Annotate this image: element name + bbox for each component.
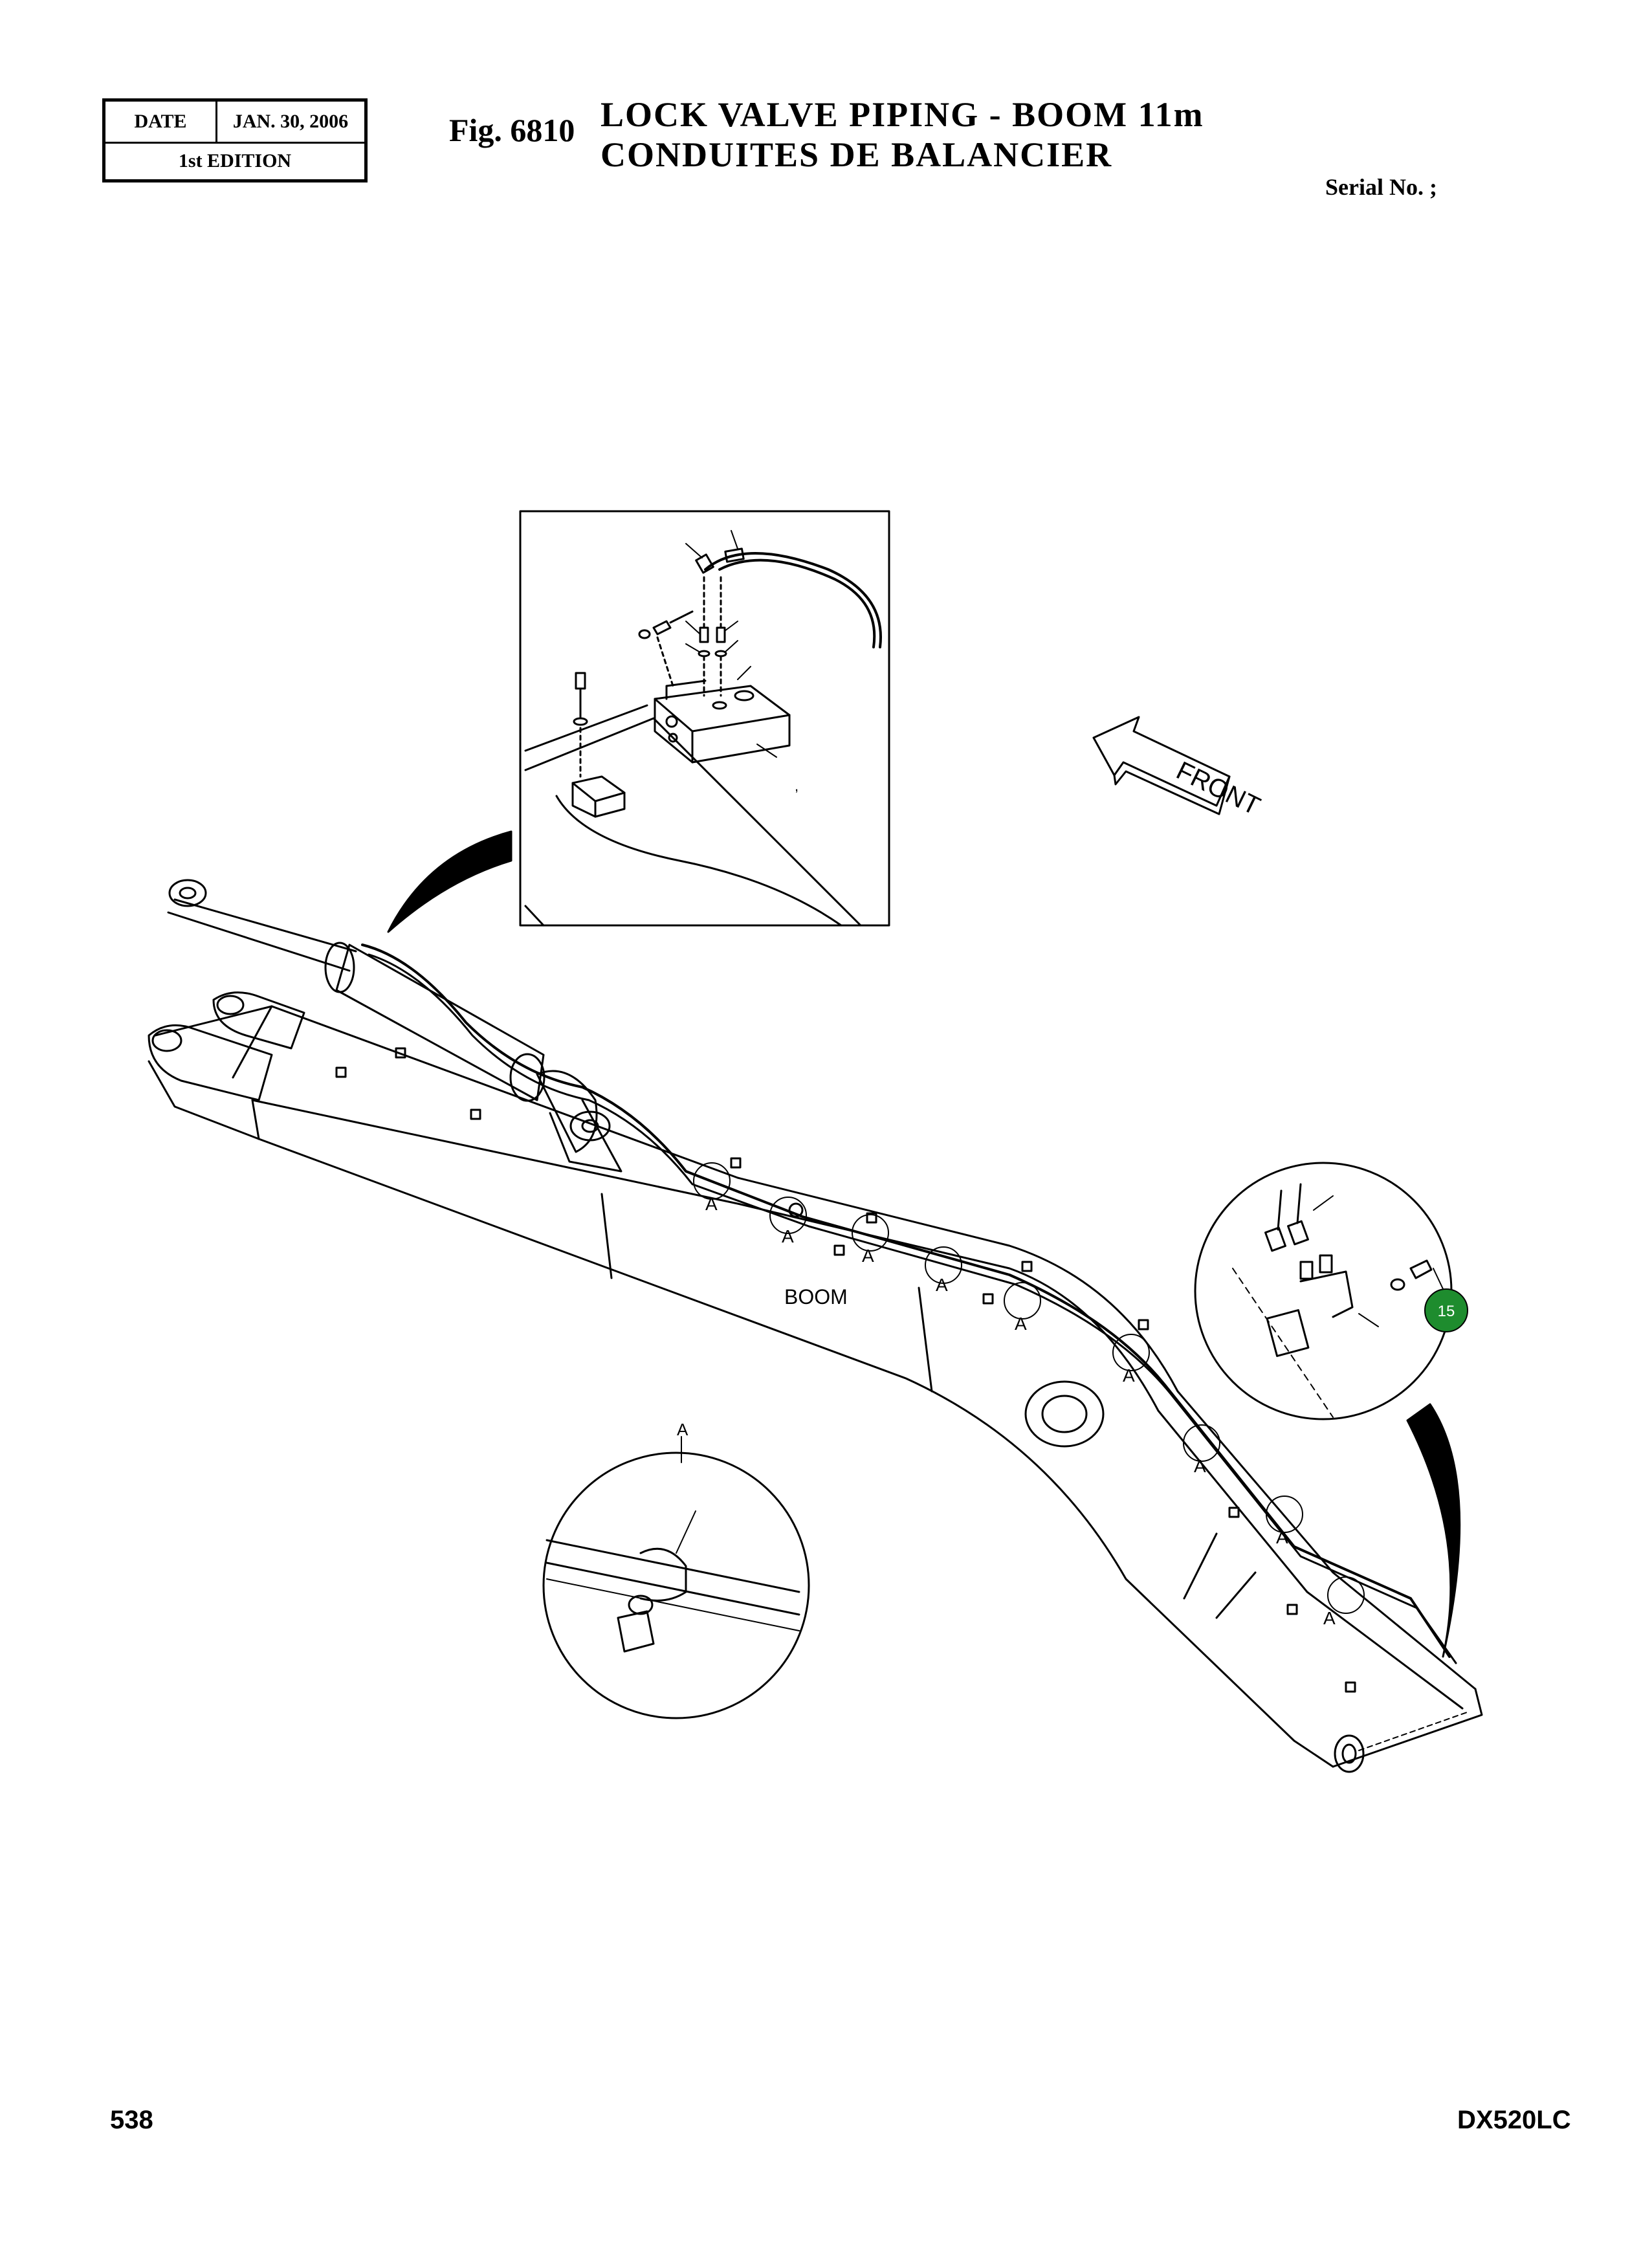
- callout-15-label: 15: [1438, 1303, 1455, 1320]
- valve-bolt: [638, 610, 694, 687]
- inset-pointer-top: [387, 830, 512, 933]
- clamp-marker-label: A: [1323, 1608, 1336, 1628]
- boom-label: BOOM: [784, 1285, 848, 1308]
- date-label: DATE: [105, 102, 217, 142]
- clamp-marker-label: A: [1276, 1527, 1288, 1547]
- clamp-marker-label: A: [862, 1246, 874, 1266]
- clamp-detail-label: A: [677, 1420, 688, 1439]
- lock-valve-inset: [519, 510, 890, 927]
- model-name: DX520LC: [1457, 2106, 1571, 2134]
- clamp-marker-label: A: [936, 1275, 948, 1295]
- date-row: DATE JAN. 30, 2006: [105, 102, 364, 144]
- fittings-pair: [698, 575, 727, 697]
- boom-assembly: [148, 879, 1483, 1773]
- page-number: 538: [110, 2106, 153, 2134]
- mount-bolt: [573, 672, 588, 778]
- title-english: LOCK VALVE PIPING - BOOM 11m: [600, 95, 1204, 134]
- edition-label: 1st EDITION: [178, 150, 292, 171]
- date-edition-box: DATE JAN. 30, 2006 1st EDITION: [102, 98, 368, 182]
- valve-mount-bracket: [571, 775, 626, 818]
- date-value: JAN. 30, 2006: [232, 111, 349, 132]
- serial-number-label: Serial No. ;: [1325, 174, 1437, 200]
- clamp-marker-circles: [693, 1162, 1365, 1614]
- lock-valve-block: [654, 679, 791, 764]
- front-label: FRONT: [1172, 756, 1264, 821]
- clamp-marker-label: A: [705, 1194, 718, 1214]
- clamp-marker-label: A: [1015, 1314, 1027, 1334]
- clamp-marker-label: A: [1123, 1365, 1135, 1385]
- fitting-detail-inset: [1194, 1162, 1453, 1420]
- title-french: CONDUITES DE BALANCIER: [600, 135, 1113, 174]
- clamp-marker-labels: A A A A A A A A A: [705, 1194, 1336, 1628]
- clamp-marker-label: A: [1194, 1456, 1206, 1476]
- clamp-detail-inset: [542, 1452, 810, 1719]
- inset-mark: ,: [795, 778, 798, 794]
- clamp-marker-label: A: [782, 1226, 794, 1246]
- front-direction-arrow: [1092, 716, 1231, 815]
- figure-number: Fig. 6810: [449, 112, 575, 148]
- callout-15: [1424, 1288, 1468, 1332]
- inset-pointer-right: [1406, 1403, 1461, 1658]
